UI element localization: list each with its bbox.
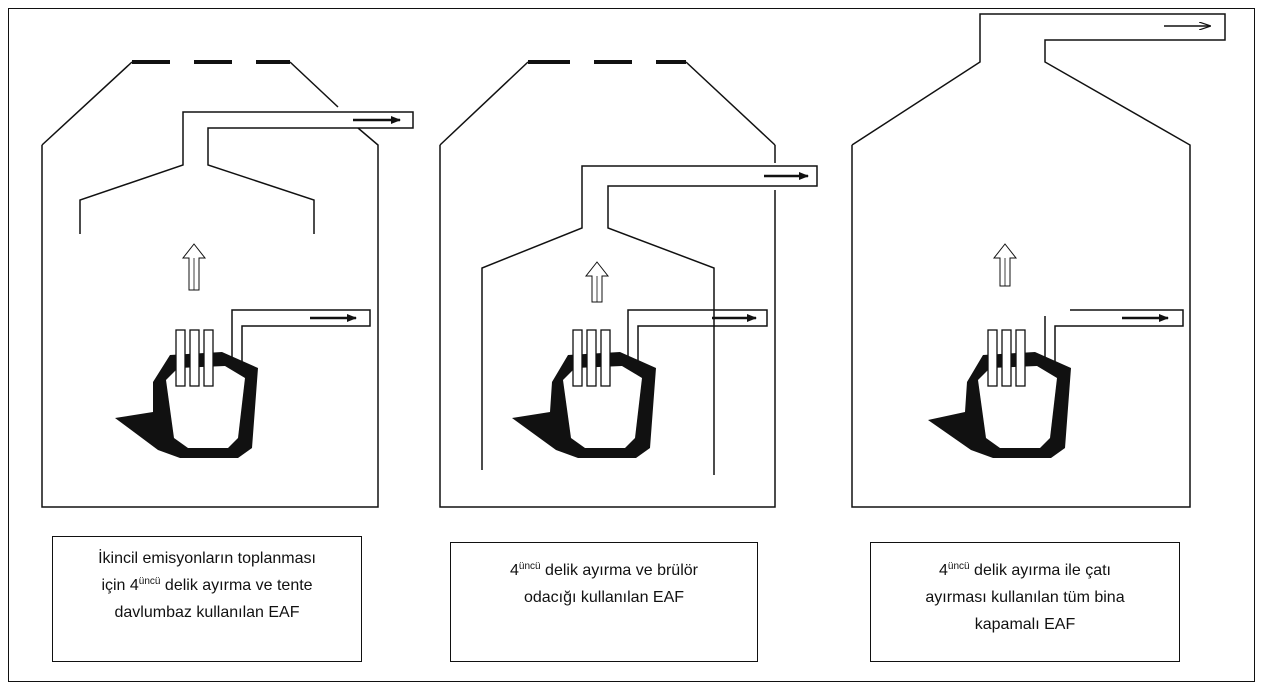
furnace-1 [115,329,258,458]
caption-3-line-1: 4üncü delik ayırma ile çatı [939,561,1111,580]
furnace-3 [928,329,1071,458]
canopy-hood-1 [79,111,414,234]
caption-2-line-1: 4üncü delik ayırma ve brülör [510,561,698,580]
panel-2 [439,60,818,508]
caption-1-line-2: için 4üncü delik ayırma ve tente [101,576,313,595]
caption-3-line-3: kapamalı EAF [974,616,1076,633]
rising-fume-arrow-1 [181,243,207,291]
caption-panel-1: İkincil emisyonların toplanması için 4ün… [52,536,362,662]
rising-fume-arrow-2 [584,261,610,303]
caption-panel-3: 4üncü delik ayırma ile çatı ayırması kul… [870,542,1180,662]
caption-1-line-1: İkincil emisyonların toplanması [98,550,316,567]
rising-fume-arrow-3 [992,243,1018,287]
building-outline-3 [851,13,1226,508]
outer-frame [8,8,1255,682]
fourth-hole-duct-2 [627,309,768,362]
panel-1 [41,60,414,508]
furnace-2 [512,329,656,458]
building-outline-2 [439,61,776,508]
panel-3 [851,13,1226,508]
fourth-hole-duct-3 [1044,309,1184,362]
doghouse-enclosure-2 [481,165,818,475]
caption-1-line-3: davlumbaz kullanılan EAF [114,604,300,621]
caption-panel-2: 4üncü delik ayırma ve brülör odacığı kul… [450,542,758,662]
building-outline-1 [289,61,339,108]
caption-2-line-2: odacığı kullanılan EAF [523,589,685,606]
fourth-hole-duct-1 [231,309,371,362]
caption-3-line-2: ayırması kullanılan tüm bina [925,589,1125,606]
